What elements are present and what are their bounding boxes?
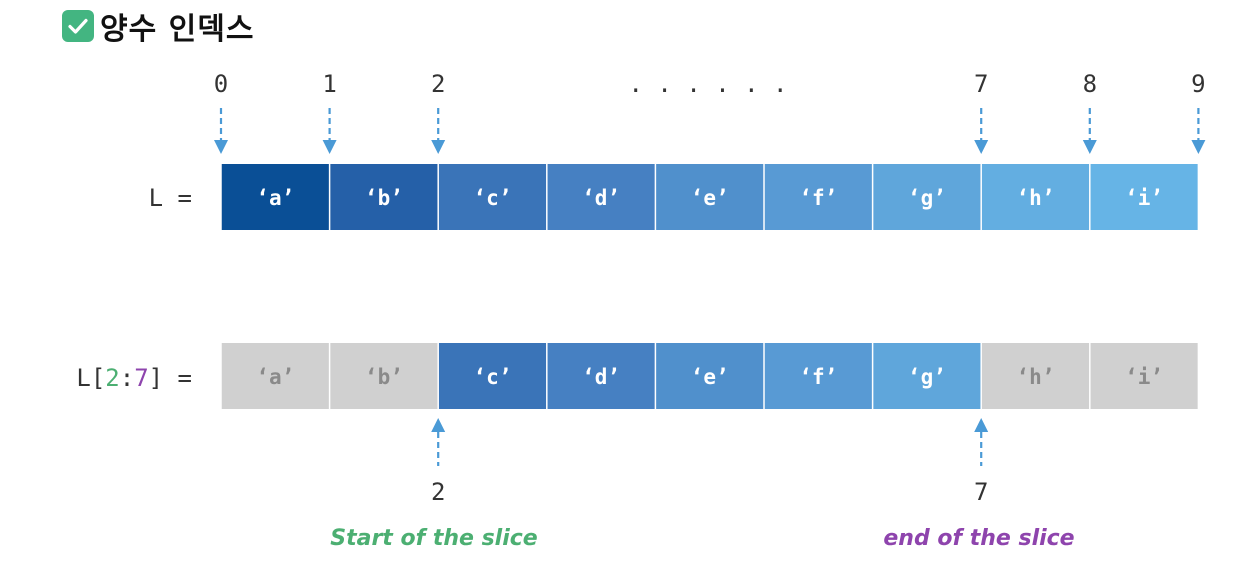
index-label: 7 xyxy=(974,70,988,98)
list-cell-value: ‘i’ xyxy=(1125,186,1163,210)
slice-cell-value: ‘d’ xyxy=(582,365,620,389)
slice-colon: : xyxy=(120,364,134,392)
arrow-down-icon xyxy=(1082,140,1097,154)
slice-cell-value: ‘b’ xyxy=(365,365,403,389)
slice-boundary-label: 7 xyxy=(974,478,988,506)
slice-boundary-arrows xyxy=(431,418,989,466)
section-heading: 양수 인덱스 xyxy=(62,6,255,47)
top-index-labels: 0 1 2 . . . . . . 7 8 9 xyxy=(214,70,1206,98)
arrow-down-icon xyxy=(322,140,337,154)
slice-cell-value: ‘f’ xyxy=(799,365,837,389)
ellipsis-label: . . . . . . xyxy=(629,70,788,98)
list-cell xyxy=(873,164,981,230)
slice-cell-value: ‘i’ xyxy=(1125,365,1163,389)
slice-boundary-label: 2 xyxy=(431,478,445,506)
list-cell xyxy=(764,164,872,230)
index-label: 0 xyxy=(214,70,228,98)
list-cell xyxy=(1090,164,1198,230)
slice-prefix: L[ xyxy=(76,364,105,392)
slice-cell-value: ‘h’ xyxy=(1017,365,1055,389)
list-cell-value: ‘f’ xyxy=(799,186,837,210)
list-cell xyxy=(981,164,1090,230)
check-mark-icon xyxy=(62,10,94,42)
arrow-down-icon xyxy=(1191,140,1206,154)
list-cell xyxy=(221,164,329,230)
slice-cell-value: ‘g’ xyxy=(908,365,946,389)
heading-title: 양수 인덱스 xyxy=(100,12,255,47)
list-cell-value: ‘e’ xyxy=(691,186,729,210)
index-label: 9 xyxy=(1191,70,1205,98)
slice-cell-selected xyxy=(764,343,872,409)
slice-cell-value: ‘e’ xyxy=(691,365,729,389)
list-label: L = xyxy=(149,184,192,212)
arrow-down-icon xyxy=(974,140,989,154)
slice-cell-selected xyxy=(873,343,981,409)
list-cell-value: ‘d’ xyxy=(582,186,620,210)
arrow-up-icon xyxy=(974,418,989,432)
slice-cell-excluded xyxy=(221,343,329,409)
slice-cell-excluded xyxy=(981,343,1090,409)
index-label: 8 xyxy=(1083,70,1097,98)
list-cell-value: ‘h’ xyxy=(1017,186,1055,210)
index-label: 2 xyxy=(431,70,445,98)
slice-suffix: ] = xyxy=(149,364,192,392)
slice-expression-label: L[2:7] = xyxy=(76,364,192,392)
slice-cell-excluded xyxy=(1090,343,1198,409)
slice-cell-value: ‘c’ xyxy=(474,365,512,389)
list-cell-value: ‘a’ xyxy=(256,186,294,210)
slice-stop-number: 7 xyxy=(134,364,148,392)
arrow-down-icon xyxy=(214,140,228,154)
top-index-arrows xyxy=(214,108,1206,154)
slice-cell-value: ‘a’ xyxy=(256,365,294,389)
list-row-full: ‘a’ ‘b’ ‘c’ ‘d’ ‘e’ ‘f’ ‘g’ ‘h’ ‘i’ xyxy=(221,164,1198,230)
slice-cell-excluded xyxy=(330,343,438,409)
arrow-up-icon xyxy=(431,418,446,432)
list-cell-value: ‘c’ xyxy=(474,186,512,210)
list-cell xyxy=(547,164,655,230)
end-caption: end of the slice xyxy=(883,526,1074,551)
list-cell xyxy=(438,164,547,230)
list-cell xyxy=(330,164,438,230)
list-cell-value: ‘b’ xyxy=(365,186,403,210)
slice-cell-selected xyxy=(656,343,764,409)
slice-cell-selected xyxy=(438,343,547,409)
list-row-sliced: ‘a’ ‘b’ ‘c’ ‘d’ ‘e’ ‘f’ ‘g’ ‘h’ ‘i’ xyxy=(221,343,1198,409)
list-cell xyxy=(656,164,764,230)
slice-cell-selected xyxy=(547,343,655,409)
arrow-down-icon xyxy=(431,140,446,154)
slice-start-number: 2 xyxy=(105,364,119,392)
list-cell-value: ‘g’ xyxy=(908,186,946,210)
start-caption: Start of the slice xyxy=(330,526,538,551)
index-label: 1 xyxy=(322,70,336,98)
